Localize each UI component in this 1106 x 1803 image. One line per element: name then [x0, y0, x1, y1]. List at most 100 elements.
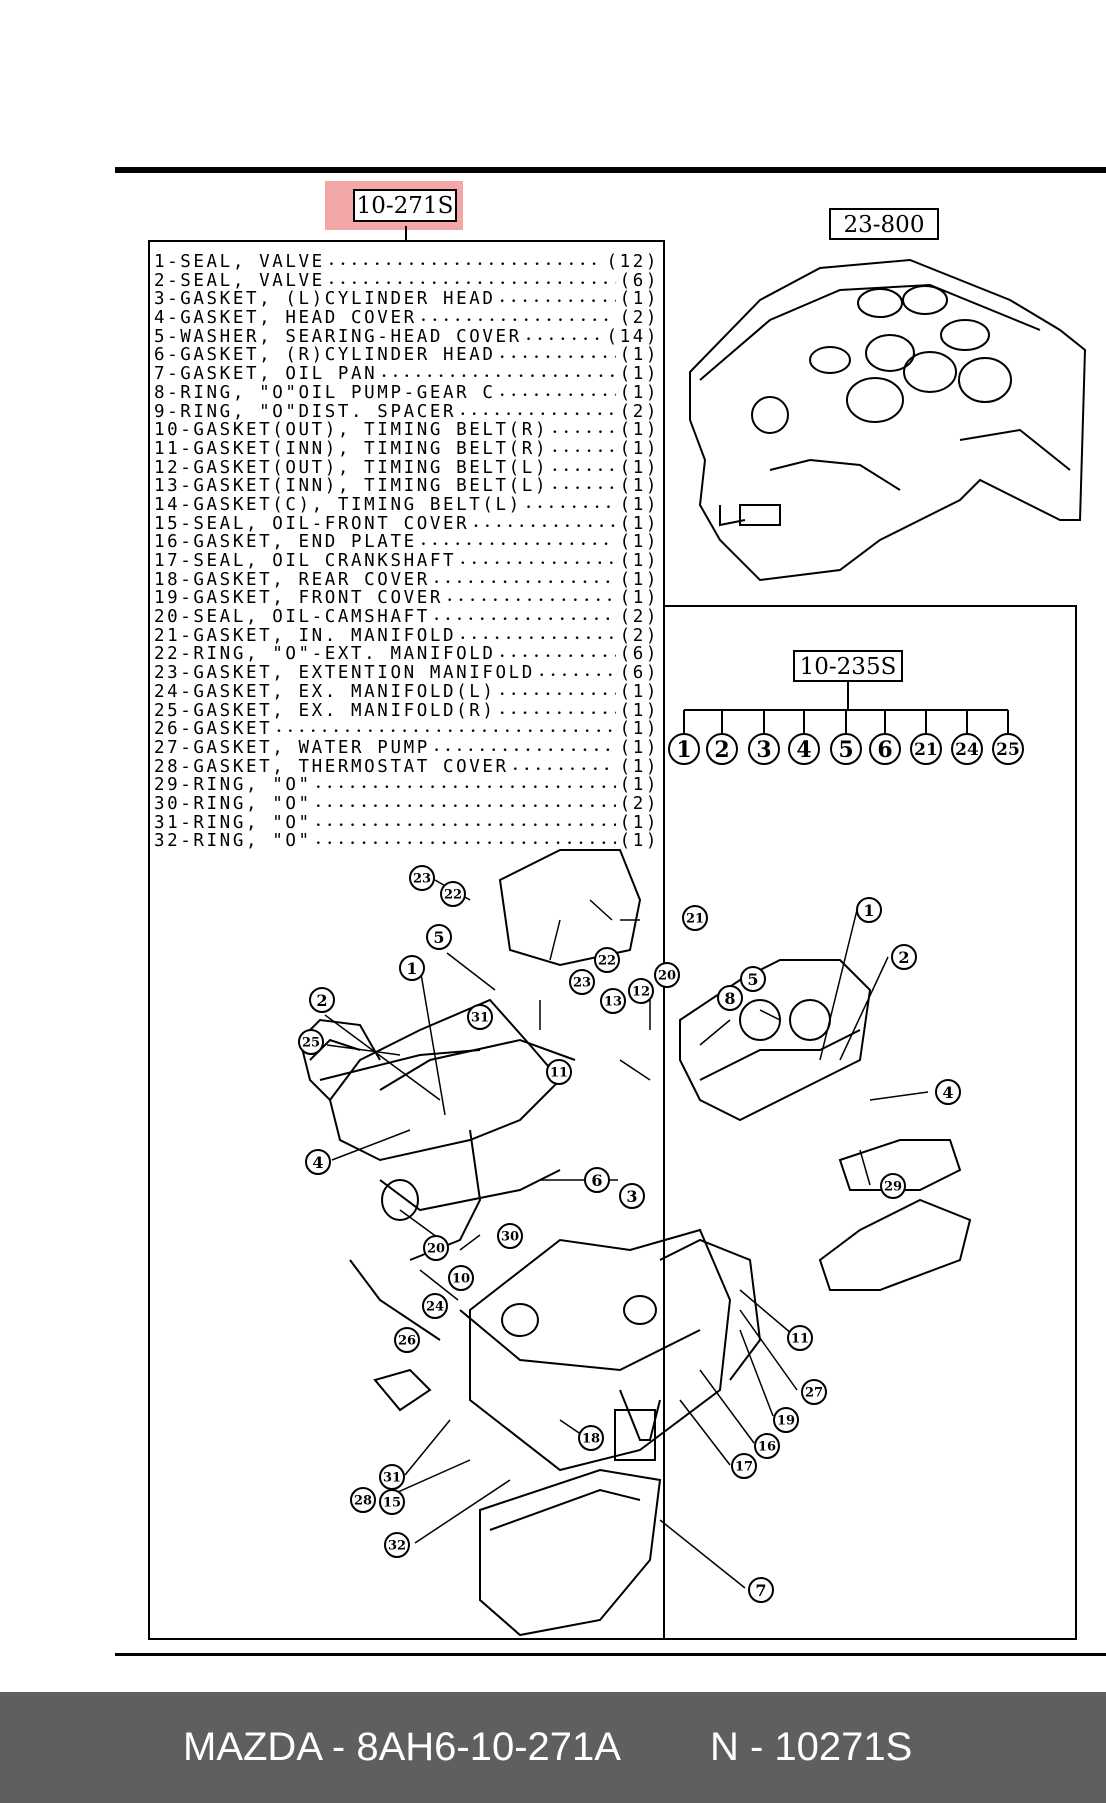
part-qty: (1) [619, 551, 659, 570]
svg-text:4: 4 [942, 1083, 953, 1102]
diagram-callout: 32 [384, 1532, 410, 1558]
diagram-callout: 27 [801, 1379, 827, 1405]
svg-text:2: 2 [714, 737, 729, 763]
kit-member-callout: 1 [668, 733, 700, 765]
parts-list-row: 9-RING, "O"DIST. SPACER (2) [154, 402, 659, 421]
parts-list-row: 26-GASKET (1) [154, 719, 659, 738]
svg-text:6: 6 [877, 737, 892, 763]
part-name: 18-GASKET, REAR COVER [154, 569, 430, 589]
svg-text:10: 10 [452, 1272, 470, 1287]
diagram-callout: 13 [600, 988, 626, 1014]
part-qty: (1) [619, 289, 659, 309]
svg-text:20: 20 [658, 969, 676, 984]
part-name: 12-GASKET(OUT), TIMING BELT(L) [154, 457, 549, 477]
part-qty: (2) [619, 625, 659, 645]
parts-list-row: 25-GASKET, EX. MANIFOLD(R)(1) [154, 701, 659, 720]
part-name: 9-RING, "O"DIST. SPACER [154, 401, 457, 421]
parts-list-row: 31-RING, "O"(1) [154, 813, 659, 832]
svg-text:22: 22 [598, 954, 616, 969]
diagram-callout: 11 [787, 1325, 813, 1351]
part-name: 2-SEAL, VALVE [154, 270, 325, 290]
svg-text:18: 18 [582, 1432, 600, 1447]
part-name: 4-GASKET, HEAD COVER [154, 308, 417, 327]
parts-list-row: 13-GASKET(INN), TIMING BELT(L)(1) [154, 476, 659, 495]
part-qty: (6) [619, 644, 659, 664]
part-name: 15-SEAL, OIL-FRONT COVER [154, 513, 470, 533]
kit-member-callout: 5 [830, 733, 862, 765]
parts-list-row: 16-GASKET, END PLATE (1) [154, 532, 659, 551]
diagram-callout: 18 [578, 1425, 604, 1451]
svg-text:12: 12 [632, 985, 650, 1000]
part-name: 32-RING, "O" [154, 831, 312, 850]
part-name: 10-GASKET(OUT), TIMING BELT(R) [154, 420, 549, 439]
block-code-label: 23-800 [829, 208, 939, 240]
diagram-frame [663, 605, 1077, 1640]
kit-code-label: 10-235S [793, 650, 903, 682]
part-qty: (1) [619, 420, 659, 439]
kit-tree [684, 682, 1008, 711]
bottom-rule [115, 1653, 1106, 1656]
svg-text:32: 32 [388, 1539, 406, 1554]
svg-text:1: 1 [676, 737, 691, 763]
part-qty: (2) [619, 401, 659, 421]
part-name: 26-GASKET [154, 719, 273, 738]
parts-list-row: 14-GASKET(C), TIMING BELT(L)(1) [154, 495, 659, 514]
parts-list-row: 2-SEAL, VALVE(6) [154, 271, 659, 290]
top-rule [115, 167, 1106, 173]
part-qty: (1) [619, 345, 659, 365]
diagram-callout: 28 [350, 1487, 376, 1513]
parts-list-row: 27-GASKET, WATER PUMP(1) [154, 738, 659, 757]
part-name: 25-GASKET, EX. MANIFOLD(R) [154, 700, 496, 720]
svg-text:5: 5 [838, 737, 853, 763]
svg-text:13: 13 [604, 995, 622, 1010]
parts-list-row: 22-RING, "O"-EXT. MANIFOLD(6) [154, 644, 659, 663]
footer-part-number: MAZDA - 8AH6-10-271A [183, 1725, 621, 1769]
svg-text:19: 19 [777, 1414, 795, 1429]
parts-list-row: 7-GASKET, OIL PAN(1) [154, 364, 659, 383]
part-qty: (1) [619, 756, 659, 776]
part-qty: (1) [619, 737, 659, 757]
svg-text:1: 1 [863, 901, 874, 920]
part-qty: (1) [619, 719, 659, 738]
svg-text:28: 28 [354, 1494, 372, 1509]
kit-member-callout: 21 [910, 733, 942, 765]
part-qty: (1) [619, 588, 659, 608]
diagram-callout: 23 [569, 969, 595, 995]
diagram-callout: 24 [422, 1293, 448, 1319]
part-name: 8-RING, "O"OIL PUMP-GEAR C [154, 382, 496, 402]
svg-text:2: 2 [316, 991, 327, 1010]
parts-list-row: 32-RING, "O"(1) [154, 831, 659, 850]
engine-block-drawing [689, 258, 1087, 582]
part-qty: (1) [619, 382, 659, 402]
part-name: 20-SEAL, OIL-CAMSHAFT [154, 607, 430, 626]
svg-text:3: 3 [626, 1187, 637, 1206]
parts-list-row: 11-GASKET(INN), TIMING BELT(R)(1) [154, 439, 659, 458]
part-name: 16-GASKET, END PLATE [154, 532, 417, 551]
parts-list-row: 23-GASKET, EXTENTION MANIFOLD(6) [154, 663, 659, 682]
svg-text:25: 25 [302, 1036, 320, 1051]
footer-ref-code: N - 10271S [710, 1725, 913, 1769]
diagram-callout: 2 [891, 944, 917, 970]
svg-text:4: 4 [312, 1153, 323, 1172]
svg-text:5: 5 [747, 970, 758, 989]
diagram-callout: 31 [379, 1464, 405, 1490]
diagram-callout: 26 [394, 1327, 420, 1353]
diagram-callout: 17 [731, 1453, 757, 1479]
svg-text:21: 21 [686, 912, 704, 927]
part-qty: (1) [619, 532, 659, 551]
part-name: 6-GASKET, (R)CYLINDER HEAD [154, 345, 496, 365]
part-qty: (1) [619, 569, 659, 589]
diagram-callout: 11 [546, 1059, 572, 1085]
diagram-callout: 30 [497, 1223, 523, 1249]
parts-list-row: 21-GASKET, IN. MANIFOLD(2) [154, 626, 659, 645]
svg-text:26: 26 [398, 1334, 416, 1349]
part-qty: (14) [606, 326, 659, 346]
part-name: 17-SEAL, OIL CRANKSHAFT [154, 551, 457, 570]
diagram-callout: 4 [935, 1079, 961, 1105]
part-qty: (1) [619, 457, 659, 477]
parts-list-row: 5-WASHER, SEARING-HEAD COVER(14) [154, 327, 659, 346]
diagram-callout: 22 [440, 881, 466, 907]
diagram-callout: 15 [379, 1489, 405, 1515]
part-name: 31-RING, "O" [154, 812, 312, 832]
part-qty: (2) [619, 308, 659, 327]
